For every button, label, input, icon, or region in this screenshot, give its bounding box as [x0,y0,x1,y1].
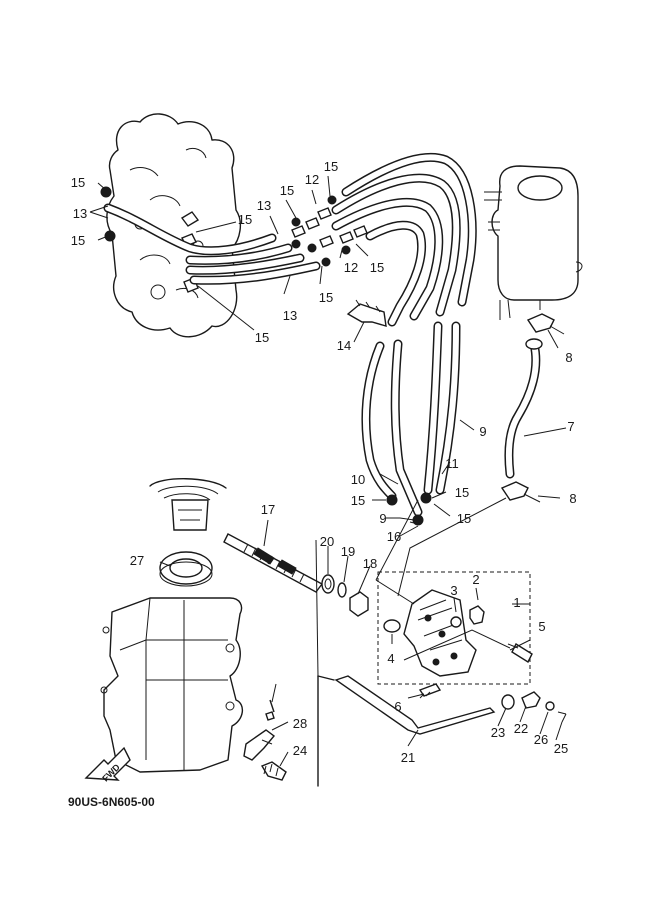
callout-9-right: 9 [479,424,486,439]
callout-10: 10 [351,472,365,487]
fwd-arrow-icon: FWD [84,746,131,784]
pulley-housing [149,478,227,531]
callout-13-left: 13 [73,206,87,221]
callout-25: 26 [534,732,548,747]
leader-lines [89,175,567,767]
long-hoses [331,152,477,517]
oil-seal [159,551,213,587]
callout-14: 14 [337,338,351,353]
callout-1: 1 [513,595,520,610]
callout-24: 25 [554,741,568,756]
callout-4: 4 [387,651,394,666]
part-code: 90US-6N605-00 [68,795,155,809]
callout-12-bottom: 12 [344,260,358,275]
hose-connectors [291,195,432,526]
callout-labels: 1 2 3 4 5 6 7 8 8 9 9 10 11 12 12 13 13 … [71,159,577,765]
callout-6: 6 [394,699,401,714]
drive-shaft [223,533,324,593]
callout-2: 2 [472,572,479,587]
upper-hoses [103,203,321,285]
callout-26: 27 [130,553,144,568]
callout-15-a: 15 [71,175,85,190]
callout-5: 5 [538,619,545,634]
callout-17: 18 [363,556,377,571]
lever-assembly [243,699,287,781]
callout-18: 19 [341,544,355,559]
callout-15-g: 15 [319,290,333,305]
callout-15-d: 15 [280,183,294,198]
callout-15-c: 15 [238,212,252,227]
oil-tank [484,165,583,320]
callout-15-k: 15 [457,511,471,526]
callout-8-top: 8 [565,350,572,365]
callout-15-e: 15 [324,159,338,174]
callout-12-top: 12 [305,172,319,187]
callout-15-h: 15 [255,330,269,345]
callout-3: 3 [450,583,457,598]
callout-8-bottom: 8 [569,491,576,506]
shaft-parts [321,574,369,617]
callout-23: 24 [293,743,307,758]
hose-clip [346,299,387,327]
callout-22: 23 [491,725,505,740]
callout-16: 17 [261,502,275,517]
callout-15-l: 16 [387,529,401,544]
callout-20: 21 [401,750,415,765]
fuel-pump-assembly [377,571,533,685]
callout-15-f: 15 [370,260,384,275]
callout-15-b: 15 [71,233,85,248]
callout-13-top: 13 [257,198,271,213]
callout-15-j: 15 [455,485,469,500]
callout-13-bottom: 13 [283,308,297,323]
callout-19: 20 [320,534,334,549]
engine-block-bottom [100,597,243,773]
link-rod [317,675,567,787]
callout-15-i: 15 [351,493,365,508]
callout-21: 22 [514,721,528,736]
callout-11: 11 [445,456,459,471]
callout-27: 28 [293,716,307,731]
callout-9-left: 9 [379,511,386,526]
oil-hose [500,313,565,503]
callout-7: 7 [567,419,574,434]
